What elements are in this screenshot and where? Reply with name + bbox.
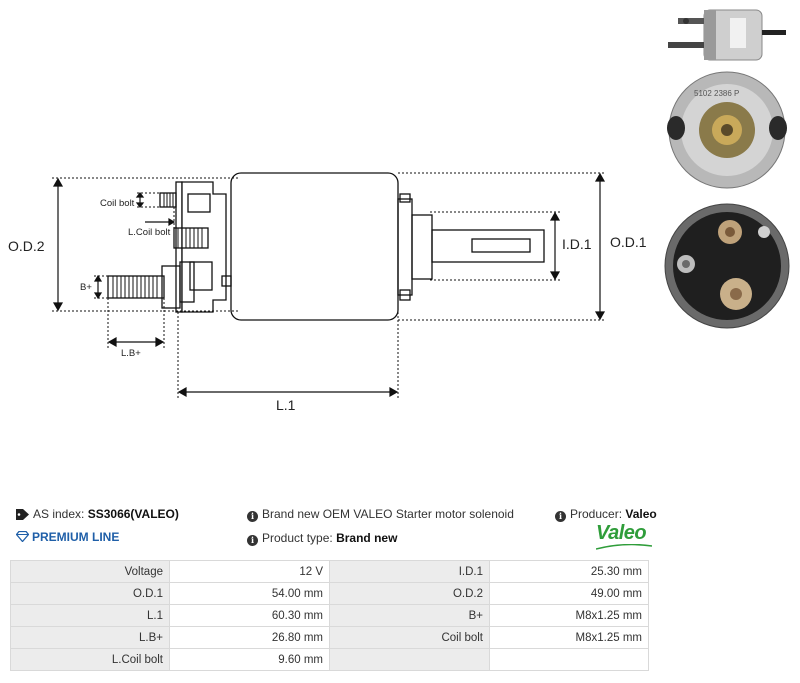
coil-bolt	[159, 192, 177, 208]
spec-table: Voltage 12 V I.D.1 25.30 mm O.D.1 54.00 …	[10, 560, 649, 671]
description: i Brand new OEM VALEO Starter motor solen…	[247, 507, 514, 522]
diamond-icon	[15, 530, 30, 543]
spec-key	[329, 648, 490, 671]
product-type: i Product type: Brand new	[247, 531, 397, 546]
producer-label: Producer:	[570, 507, 623, 521]
plunger	[431, 229, 545, 263]
valeo-logo-text: Valeo	[596, 522, 647, 544]
tag-icon	[16, 509, 29, 520]
spec-value: 49.00 mm	[489, 582, 649, 605]
table-row: L.B+ 26.80 mm Coil bolt M8x1.25 mm	[10, 626, 649, 649]
product-type-label: Product type:	[262, 531, 333, 545]
spec-value: 26.80 mm	[169, 626, 330, 649]
technical-drawing: O.D.2 O.D.1 I.D.1 L.1 Coil bolt L.Coil b…	[8, 172, 647, 413]
plunger-housing	[411, 214, 433, 280]
as-index: AS index: SS3066(VALEO)	[16, 507, 179, 521]
spec-value: 12 V	[169, 560, 330, 583]
spec-key: B+	[329, 604, 490, 627]
od2-label: O.D.2	[8, 238, 45, 254]
spec-key: L.Coil bolt	[10, 648, 170, 671]
terminal-cap	[181, 181, 227, 313]
spec-key: Voltage	[10, 560, 170, 583]
info-icon: i	[247, 535, 258, 546]
info-icon: i	[555, 511, 566, 522]
table-row: L.1 60.30 mm B+ M8x1.25 mm	[10, 604, 649, 627]
info-icon: i	[247, 511, 258, 522]
flange-lug	[399, 289, 411, 301]
cap-detail	[187, 193, 211, 213]
spec-key: L.1	[10, 604, 170, 627]
spec-value: M8x1.25 mm	[489, 604, 649, 627]
spec-key: O.D.1	[10, 582, 170, 605]
product-photo-front	[664, 203, 790, 329]
b-plus-nut	[161, 265, 181, 309]
solenoid-body	[230, 172, 399, 321]
lb-plus-label: L.B+	[121, 348, 141, 359]
spec-value: M8x1.25 mm	[489, 626, 649, 649]
spec-key: Coil bolt	[329, 626, 490, 649]
logo-swoosh	[596, 544, 652, 550]
premium-line-badge: PREMIUM LINE	[15, 530, 120, 544]
cap-plate	[175, 181, 183, 313]
producer: i Producer: Valeo	[555, 507, 657, 522]
table-row: O.D.1 54.00 mm O.D.2 49.00 mm	[10, 582, 649, 605]
plunger-slot	[471, 238, 531, 253]
front-flange	[397, 198, 413, 296]
spec-value	[489, 648, 649, 671]
spec-value: 54.00 mm	[169, 582, 330, 605]
product-photo-rear: 5102 2386 P	[667, 71, 787, 189]
b-plus-washer	[179, 261, 195, 303]
spec-value: 25.30 mm	[489, 560, 649, 583]
spec-value: 60.30 mm	[169, 604, 330, 627]
cap-clip	[221, 275, 232, 287]
table-row: Voltage 12 V I.D.1 25.30 mm	[10, 560, 649, 583]
l-coil-bolt-label: L.Coil bolt	[128, 227, 171, 238]
description-text: Brand new OEM VALEO Starter motor soleno…	[262, 507, 514, 521]
id1-label: I.D.1	[562, 236, 592, 252]
valeo-logo: Valeo	[596, 522, 652, 550]
as-index-label: AS index:	[33, 507, 85, 521]
premium-line-label: PREMIUM LINE	[32, 530, 120, 544]
product-type-value: Brand new	[336, 531, 398, 545]
spec-value: 9.60 mm	[169, 648, 330, 671]
b-plus-bolt	[107, 275, 165, 299]
as-index-value: SS3066(VALEO)	[87, 507, 179, 521]
spec-key: I.D.1	[329, 560, 490, 583]
spec-key: L.B+	[10, 626, 170, 649]
l1-label: L.1	[276, 397, 296, 413]
product-photo-side	[668, 9, 786, 61]
od1-label: O.D.1	[610, 234, 647, 250]
b-plus-label: B+	[80, 282, 92, 293]
producer-value: Valeo	[625, 507, 657, 521]
flange-lug	[399, 193, 411, 203]
cap-detail	[189, 261, 213, 291]
photo-marking: 5102 2386 P	[694, 89, 739, 98]
coil-nut	[173, 227, 209, 249]
spec-key: O.D.2	[329, 582, 490, 605]
coil-bolt-label: Coil bolt	[100, 198, 135, 209]
table-row: L.Coil bolt 9.60 mm	[10, 648, 649, 671]
